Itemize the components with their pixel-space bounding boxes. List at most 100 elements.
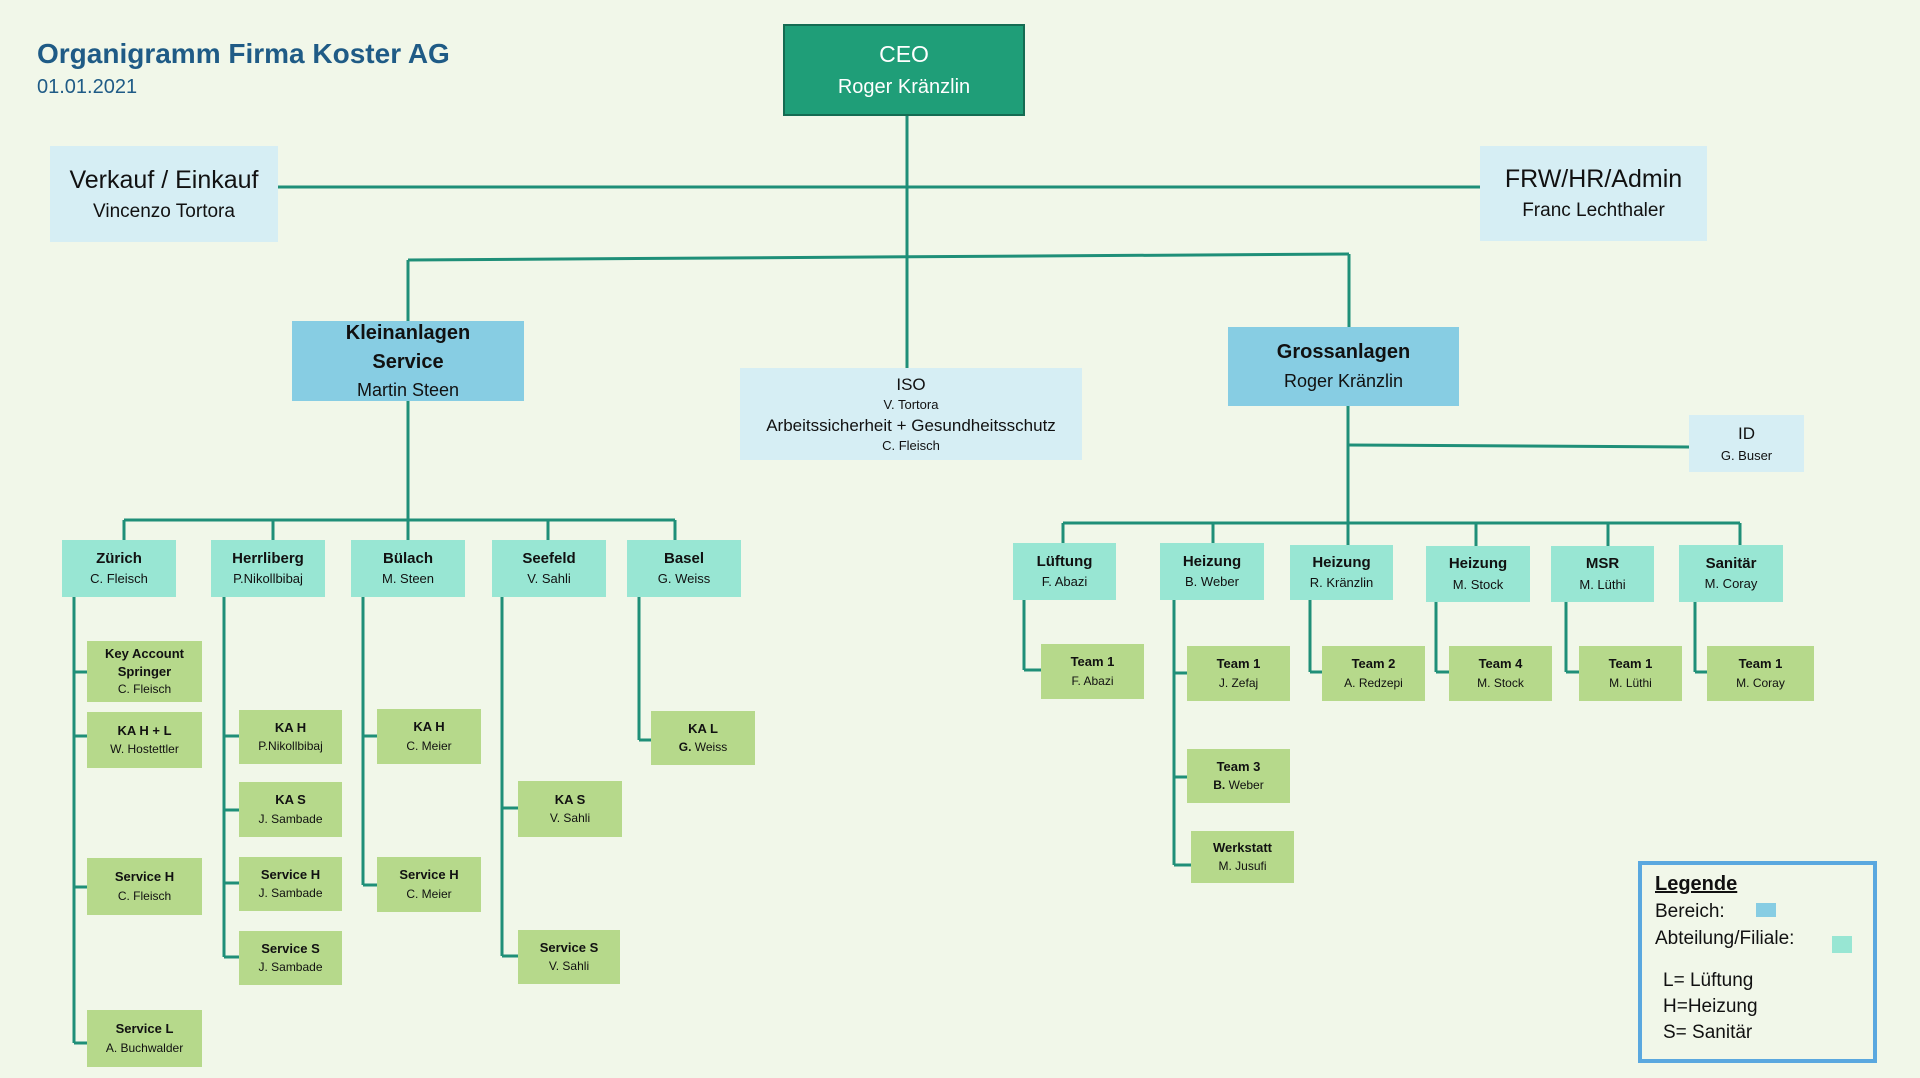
iso-box: ISO V. Tortora Arbeitssicherheit + Gesun… <box>740 368 1082 460</box>
id-box: ID G. Buser <box>1689 415 1804 472</box>
team-lead: M. Coray <box>1736 675 1785 690</box>
team-key-account-springer: Key Account Springer C. Fleisch <box>87 641 202 702</box>
team-title: KA S <box>275 792 306 808</box>
team-lead: J. Sambade <box>258 960 323 975</box>
team-ka-h: KA H P.Nikollbibaj <box>239 710 342 764</box>
dept-title: Lüftung <box>1036 552 1093 570</box>
iso-safety: Arbeitssicherheit + Gesundheitsschutz <box>766 416 1056 435</box>
dept-title: Bülach <box>382 549 433 567</box>
dept-msr: MSR M. Lüthi <box>1551 546 1654 602</box>
team-title: KA L <box>688 720 718 736</box>
team-ka-h: KA H C. Meier <box>377 709 481 764</box>
ceo-name: Roger Kränzlin <box>837 75 971 98</box>
team-ka-h-l: KA H + L W. Hostettler <box>87 712 202 768</box>
dept-heizung-kraenzlin: Heizung R. Kränzlin <box>1290 545 1393 600</box>
team-lead: M. Lüthi <box>1609 675 1652 690</box>
team-lead: M. Jusufi <box>1218 859 1267 874</box>
dept-title: Heizung <box>1448 555 1508 572</box>
team-lead: C. Fleisch <box>117 682 172 697</box>
team-title: KA S <box>554 791 586 807</box>
team-ka-s: KA S V. Sahli <box>518 781 622 837</box>
frw-box: FRW/HR/Admin Franc Lechthaler <box>1480 146 1707 241</box>
team-service-h: Service H J. Sambade <box>239 857 342 911</box>
dept-buelach: Bülach M. Steen <box>351 540 465 597</box>
verkauf-box: Verkauf / Einkauf Vincenzo Tortora <box>50 146 278 242</box>
team-msr-1: Team 1 M. Lüthi <box>1579 646 1682 701</box>
team-werkstatt: Werkstatt M. Jusufi <box>1191 831 1294 883</box>
verkauf-title: Verkauf / Einkauf <box>69 165 259 194</box>
team-lead: V. Sahli <box>548 959 590 974</box>
dept-title: Sanitär <box>1705 554 1757 572</box>
verkauf-name: Vincenzo Tortora <box>93 200 235 222</box>
team-lead: M. Stock <box>1477 675 1524 690</box>
team-title: Service S <box>261 940 320 956</box>
team-service-h: Service H C. Meier <box>377 857 481 912</box>
team-ka-s: KA S J. Sambade <box>239 782 342 837</box>
dept-lead: M. Stock <box>1452 576 1504 592</box>
dept-zuerich: Zürich C. Fleisch <box>62 540 176 597</box>
frw-name: Franc Lechthaler <box>1522 200 1665 222</box>
team-title: Service H <box>260 866 321 882</box>
team-ka-l: KA L G. Weiss <box>651 711 755 765</box>
team-lead: F. Abazi <box>1071 673 1114 688</box>
legend-s: S= Sanitär <box>1663 1022 1753 1043</box>
ceo-box: CEO Roger Kränzlin <box>783 24 1025 116</box>
team-lead: G. Weiss <box>679 740 727 755</box>
team-lead: C. Meier <box>406 738 452 753</box>
team-service-l: Service L A. Buchwalder <box>87 1010 202 1067</box>
legend-box: Legende Bereich: Abteilung/Filiale: L= L… <box>1638 861 1877 1063</box>
dept-lead: R. Kränzlin <box>1309 575 1374 591</box>
team-title: Service H <box>114 869 175 885</box>
team-service-s: Service S J. Sambade <box>239 931 342 985</box>
kleinanlagen-title-1: Kleinanlagen <box>345 321 471 344</box>
team-heizung-2: Team 2 A. Redzepi <box>1322 646 1425 701</box>
dept-lead: M. Steen <box>381 571 435 587</box>
team-title: KA H <box>413 719 445 735</box>
grossanlagen-title: Grossanlagen <box>1276 341 1411 364</box>
dept-title: Heizung <box>1312 553 1371 571</box>
team-lueftung-1: Team 1 F. Abazi <box>1041 644 1144 699</box>
team-title-2: Springer <box>117 664 172 679</box>
team-lead: J. Sambade <box>258 811 323 826</box>
team-service-s: Service S V. Sahli <box>518 930 620 984</box>
dept-lead: V. Sahli <box>527 571 571 587</box>
team-lead: C. Fleisch <box>117 888 172 903</box>
team-lead: B. Weber <box>1213 778 1263 793</box>
chart-title: Organigramm Firma Koster AG <box>37 38 450 69</box>
dept-title: Herrliberg <box>232 549 304 567</box>
team-title: KA H + L <box>117 722 172 738</box>
team-title: Team 3 <box>1216 758 1261 774</box>
iso-name: V. Tortora <box>883 396 939 412</box>
team-heizung-1: Team 1 J. Zefaj <box>1187 646 1290 701</box>
team-lead: A. Redzepi <box>1344 675 1403 690</box>
team-heizung-4: Team 4 M. Stock <box>1449 646 1552 701</box>
team-lead: W. Hostettler <box>110 742 179 757</box>
dept-lead: M. Lüthi <box>1579 576 1626 592</box>
team-lead: V. Sahli <box>549 811 591 826</box>
team-service-h: Service H C. Fleisch <box>87 858 202 915</box>
dept-heizung-stock: Heizung M. Stock <box>1426 546 1530 602</box>
team-lead: C. Meier <box>406 886 452 901</box>
dept-lueftung: Lüftung F. Abazi <box>1013 543 1116 600</box>
dept-title: Zürich <box>96 549 142 567</box>
team-title-1: Key Account <box>105 645 184 661</box>
dept-title: Seefeld <box>522 549 576 567</box>
team-sanitaer-1: Team 1 M. Coray <box>1707 646 1814 701</box>
dept-sanitaer: Sanitär M. Coray <box>1679 545 1783 602</box>
team-title: Service L <box>115 1021 174 1037</box>
legend-bereich-swatch <box>1756 903 1776 917</box>
team-heizung-3: Team 3 B. Weber <box>1187 749 1290 803</box>
team-title: KA H <box>274 719 307 735</box>
team-title: Team 2 <box>1351 656 1396 672</box>
legend-abteilung-swatch <box>1832 936 1852 953</box>
dept-lead: B. Weber <box>1185 574 1239 590</box>
team-lead-initial: B. <box>1213 778 1226 793</box>
grossanlagen-box: Grossanlagen Roger Kränzlin <box>1228 327 1459 406</box>
team-title: Team 1 <box>1070 654 1115 670</box>
team-title: Team 4 <box>1478 656 1523 672</box>
team-lead: J. Zefaj <box>1218 675 1259 690</box>
dept-herrliberg: Herrliberg P.Nikollbibaj <box>211 540 325 597</box>
dept-heizung-weber: Heizung B. Weber <box>1160 543 1264 600</box>
team-title: Team 1 <box>1738 656 1783 672</box>
dept-lead: F. Abazi <box>1041 574 1088 590</box>
